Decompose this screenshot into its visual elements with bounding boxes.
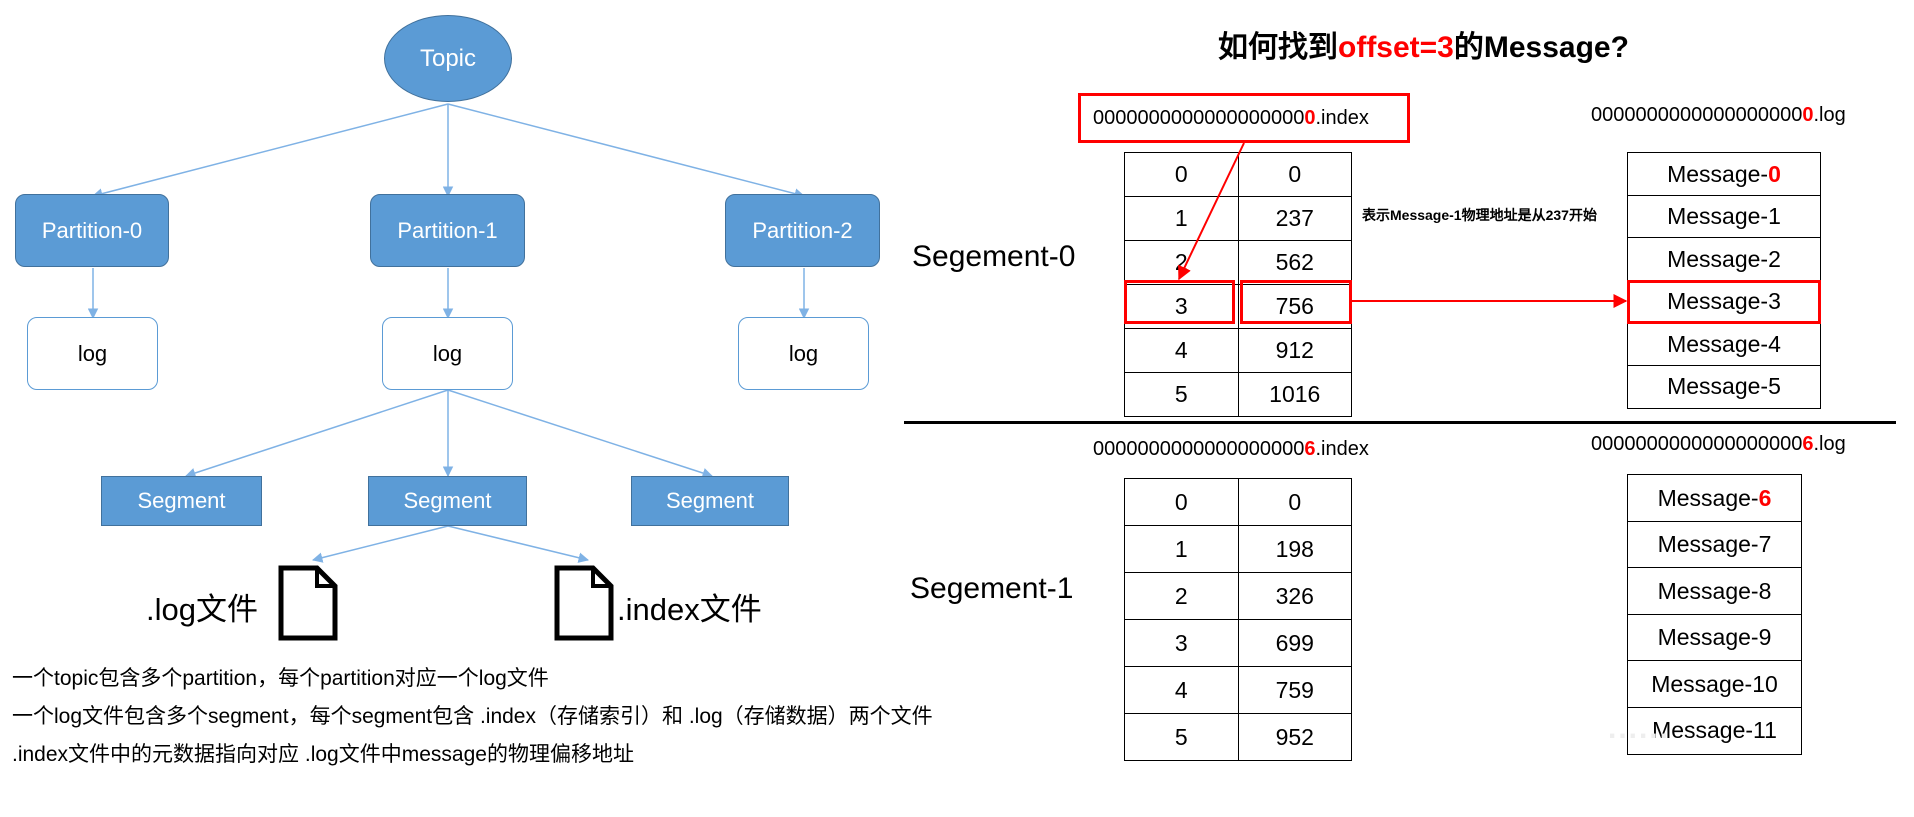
title-suffix: 的Message? bbox=[1453, 31, 1629, 64]
segment0-message-cell: Message-0 bbox=[1627, 152, 1821, 196]
title-prefix: 如何找到 bbox=[1218, 31, 1338, 64]
segment0-index-offset-cell: 1 bbox=[1124, 196, 1239, 241]
partition-1-node: Partition-1 bbox=[370, 194, 525, 267]
segment1-log-filename: 00000000000000000006.log bbox=[1591, 433, 1846, 455]
segment1-index-position-cell: 326 bbox=[1237, 572, 1352, 620]
segment1-message-cell: Message-10 bbox=[1627, 660, 1802, 708]
segment1-index-filename: 00000000000000000006.index bbox=[1093, 438, 1369, 460]
index-file-icon bbox=[554, 565, 614, 641]
log-file-label: .log文件 bbox=[146, 592, 258, 627]
log-node-1: log bbox=[382, 317, 513, 390]
segment1-message-cell: Message-9 bbox=[1627, 613, 1802, 662]
segment1-message-cell: Message-11 bbox=[1627, 706, 1802, 755]
segment1-index-offset-cell: 1 bbox=[1124, 525, 1239, 573]
segment1-label: Segement-1 bbox=[910, 572, 1074, 605]
segment0-label: Segement-0 bbox=[912, 240, 1076, 273]
segment-node-0: Segment bbox=[101, 476, 262, 526]
segment0-index-position-cell: 562 bbox=[1237, 240, 1352, 285]
message-highlight: 0 bbox=[1768, 160, 1781, 187]
segment0-index-offset-cell: 4 bbox=[1124, 328, 1239, 373]
topic-node: Topic bbox=[384, 15, 512, 102]
message-label: Message-9 bbox=[1657, 624, 1772, 650]
segment0-message-cell: Message-1 bbox=[1627, 194, 1821, 239]
segment1-message-cell: Message-8 bbox=[1627, 567, 1802, 615]
segment1-index-offset-cell: 5 bbox=[1124, 713, 1239, 761]
segment0-index-filename-box bbox=[1078, 93, 1410, 143]
message-label: Message-10 bbox=[1651, 670, 1778, 697]
segment1-index-position-cell: 759 bbox=[1237, 666, 1352, 714]
description-line-3: .index文件中的元数据指向对应 .log文件中message的物理偏移地址 bbox=[12, 743, 634, 766]
segment0-index-position-cell: 0 bbox=[1237, 152, 1352, 197]
log-node-0: log bbox=[27, 317, 158, 390]
segment1-index-offset-cell: 2 bbox=[1124, 572, 1239, 620]
segment0-log-filename: 00000000000000000000.log bbox=[1591, 104, 1846, 126]
hierarchy-connectors bbox=[87, 103, 810, 563]
segment0-index-offset-cell: 5 bbox=[1124, 372, 1239, 417]
partition-2-node: Partition-2 bbox=[725, 194, 880, 267]
offset3-index-box bbox=[1124, 280, 1235, 324]
segment0-message-cell: Message-4 bbox=[1627, 322, 1821, 366]
segment1-message-cell: Message-7 bbox=[1627, 520, 1802, 569]
message-label: Message-2 bbox=[1667, 245, 1781, 272]
log-node-2: log bbox=[738, 317, 869, 390]
segment1-index-position-cell: 699 bbox=[1237, 619, 1352, 667]
segment-divider bbox=[904, 421, 1896, 424]
log-file-icon bbox=[278, 565, 338, 641]
message-label: Message-3 bbox=[1667, 288, 1781, 314]
message3-box bbox=[1627, 280, 1821, 324]
message-label: Message-1 bbox=[1667, 203, 1781, 229]
description-line-1: 一个topic包含多个partition，每个partition对应一个log文… bbox=[12, 667, 549, 690]
segment0-message-cell: Message-2 bbox=[1627, 237, 1821, 281]
message-label: Message- bbox=[1657, 484, 1759, 511]
message-label: Message-11 bbox=[1652, 717, 1777, 743]
segment1-index-position-cell: 952 bbox=[1237, 713, 1352, 761]
segment0-index-position-cell: 237 bbox=[1237, 196, 1352, 241]
watermark: ...... bbox=[1608, 712, 1671, 745]
segment0-index-filename: 00000000000000000000.index bbox=[1093, 107, 1369, 129]
message-label: Message-5 bbox=[1667, 373, 1781, 399]
segment1-index-offset-cell: 4 bbox=[1124, 666, 1239, 714]
message-highlight: 6 bbox=[1758, 484, 1772, 511]
segment1-index-offset-cell: 3 bbox=[1124, 619, 1239, 667]
lookup-arrows bbox=[1178, 142, 1628, 308]
message-label: Message-7 bbox=[1657, 531, 1772, 557]
description-line-2: 一个log文件包含多个segment，每个segment包含 .index（存储… bbox=[12, 705, 933, 728]
segment0-index-position-cell: 1016 bbox=[1237, 372, 1352, 417]
message-label: Message- bbox=[1667, 160, 1769, 187]
segment0-index-offset-cell: 0 bbox=[1124, 152, 1239, 197]
segment0-message-cell: Message-3 bbox=[1627, 279, 1821, 324]
segment1-index-position-cell: 198 bbox=[1237, 525, 1352, 573]
offset3-position-box bbox=[1240, 280, 1352, 324]
message-label: Message-4 bbox=[1667, 330, 1781, 357]
message-label: Message-8 bbox=[1657, 577, 1772, 604]
index-file-label: .index文件 bbox=[617, 592, 762, 627]
segment-node-2: Segment bbox=[631, 476, 789, 526]
partition-0-node: Partition-0 bbox=[15, 194, 169, 267]
segment0-message-cell: Message-5 bbox=[1627, 364, 1821, 409]
segment1-index-position-cell: 0 bbox=[1237, 478, 1352, 526]
index-note: 表示Message-1物理地址是从237开始 bbox=[1362, 207, 1597, 223]
page-title: 如何找到offset=3的Message? bbox=[1218, 22, 1629, 66]
segment0-index-position-cell: 912 bbox=[1237, 328, 1352, 373]
segment-node-1: Segment bbox=[368, 476, 527, 526]
segment1-message-cell: Message-6 bbox=[1627, 474, 1802, 522]
title-highlight: offset=3 bbox=[1338, 31, 1454, 64]
segment1-index-offset-cell: 0 bbox=[1124, 478, 1239, 526]
